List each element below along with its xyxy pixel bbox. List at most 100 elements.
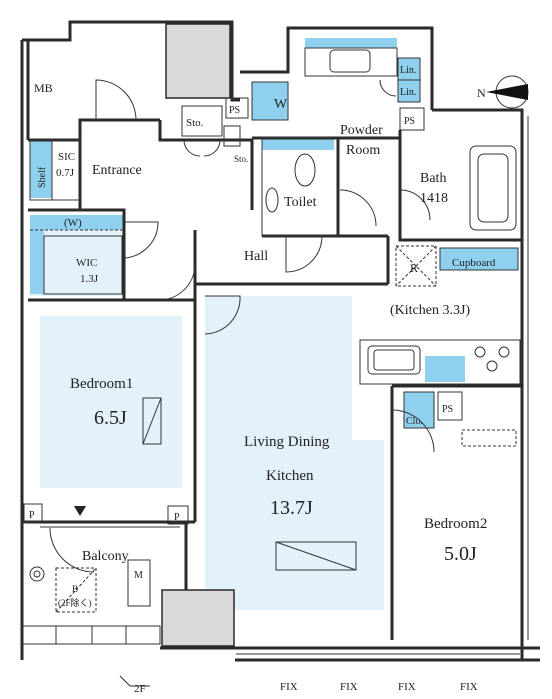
stove-burner-3 [486,360,498,372]
shaft-top [165,23,231,99]
label-sto-left: Sto. [186,117,204,129]
wic-side-fill [30,230,44,294]
toilet-door [285,235,323,273]
fridge-diag1 [395,245,437,287]
powder-top-fill [305,38,397,48]
bedroom1-floor [40,316,182,488]
powder-sink [329,49,371,73]
label-cupboard: Cupboard [452,257,496,269]
label-sic-1: SIC [58,151,75,163]
label-floor: 2F [134,683,146,695]
details [21,47,529,687]
label-fix-1: FIX [280,681,298,693]
label-bedroom1-name: Bedroom1 [70,376,133,392]
label-clo: Clo. [406,416,423,427]
label-ps-top: PS [229,105,240,116]
label-b-2: (2F除く) [58,597,92,608]
label-ldk-2: Kitchen [266,468,314,484]
label-mb: MB [34,81,53,95]
ps-right-box [399,107,425,131]
sic-box [29,139,81,201]
right-upper-wall [432,108,524,248]
label-shelf: Shelf [37,166,48,188]
kitchen-sink-inner [373,349,415,371]
label-balcony: Balcony [82,549,129,564]
bedroom1-aircon-diag [142,397,162,445]
sto-door-2 [203,139,221,157]
label-powder-2: Room [346,143,380,158]
shafts [161,23,235,647]
label-w-paren: (W) [64,217,82,229]
kitchen-sink [367,345,421,375]
entrance-door [95,79,137,121]
label-toilet: Toilet [284,195,317,210]
sto-wall [158,120,254,210]
label-bedroom2-name: Bedroom2 [424,516,487,532]
balcony-direction-marker [74,506,86,516]
label-ldk-size: 13.7J [270,497,313,519]
label-entrance: Entrance [92,163,142,178]
powder-counter [304,47,398,77]
sto-door-1 [183,139,201,157]
lin-door [379,79,397,97]
sic-shelf-fill [30,140,52,198]
storage-highlights [30,38,518,428]
label-wic-1: WIC [76,257,97,269]
label-fix-4: FIX [460,681,478,693]
label-fix-2: FIX [340,681,358,693]
clo-box [403,391,435,429]
label-lin-1: Lin. [400,65,416,76]
bath-tub-inner [477,153,509,223]
label-kitchen: (Kitchen 3.3J) [390,303,470,318]
label-sto-small: Sto. [234,154,248,164]
p-left-box [23,503,43,523]
label-w-closet: W [274,97,288,112]
powder-door [339,189,377,227]
balcony-door [49,527,95,573]
fridge-box [395,245,437,287]
ps-bed2-box [437,391,463,421]
label-fridge: R [410,261,418,275]
top-mid-wall [240,26,434,110]
floor-tints [30,230,384,610]
balcony-m-unit [127,559,151,607]
bath-door [399,189,431,221]
stove-burner-1 [474,346,486,358]
balcony-drain [29,566,45,582]
shaft-wall [150,20,240,102]
label-ps-bed2: PS [442,404,453,415]
wic-floor [30,230,124,296]
label-bedroom1-size: 6.5J [94,407,127,429]
label-bath-2: 1418 [420,191,448,206]
label-fix-3: FIX [398,681,416,693]
p-right-box [167,505,189,525]
balcony-rail [21,625,161,645]
entrance-wall [28,118,160,142]
bed2-shelf-dash [461,429,517,447]
compass: N [477,75,529,109]
ldk-aircon [275,541,357,571]
doors [49,79,435,573]
label-powder-1: Powder [340,123,383,138]
label-p-left: P [29,510,35,521]
label-sic-2: 0.7J [56,167,75,179]
ldk-floor [205,296,384,610]
label-p-right: P [174,512,180,523]
balcony-drain-inner [33,570,41,578]
clo-fill [404,392,434,428]
walls [20,20,540,662]
kitchen-counter [359,339,521,385]
label-ps-right: PS [404,116,415,127]
bath-wall [398,130,522,242]
fridge-diag2 [395,245,437,287]
wic-door [123,221,159,259]
bed2-door [391,409,435,453]
sto-small-box [223,125,241,147]
wic-inner [43,235,123,295]
floor-ref-line [119,675,150,687]
ldk-aircon-diag [275,541,357,571]
kitchen-counter-fill [425,356,465,382]
label-b-1: B [72,584,78,594]
bedroom1-aircon [142,397,162,445]
